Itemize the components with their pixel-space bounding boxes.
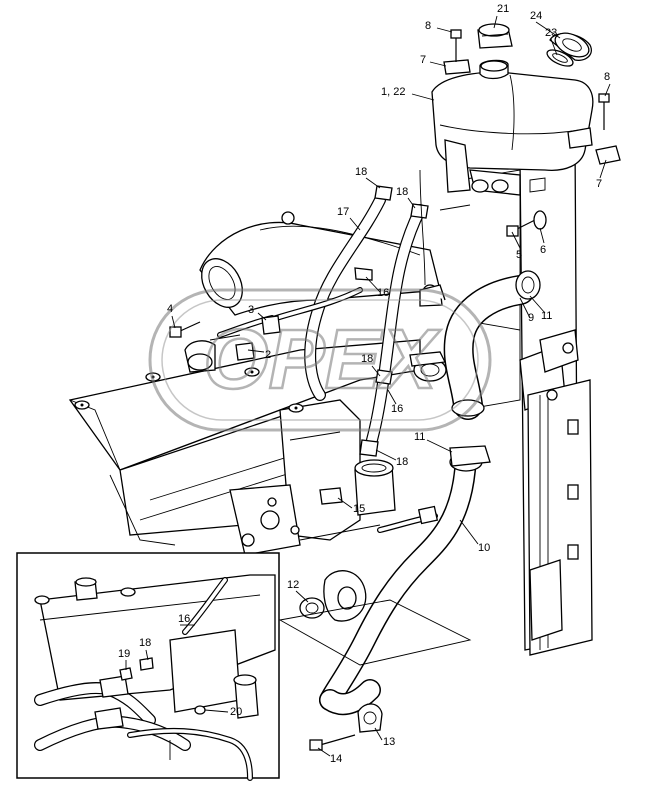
callout-18c: 18 [361,353,373,365]
callout-18a: 18 [355,166,367,178]
upper-radiator-hose [443,275,535,420]
pressure-cap [546,32,592,67]
clamps-18 [354,185,429,457]
callout-8a: 8 [425,20,431,32]
hose-16-upper [366,204,426,446]
callout-6: 6 [540,244,546,256]
inset-detail [16,552,280,781]
tank-bracket-right [595,93,621,165]
callout-18e: 18 [139,637,151,649]
coolant-outlet [319,459,396,516]
callout-12: 12 [287,579,299,591]
callout-16a: 16 [377,287,389,299]
thermostat-housing [409,351,447,382]
callout-18d: 18 [396,456,408,468]
callout-17: 17 [337,206,349,218]
callout-18b: 18 [396,186,408,198]
callout-13: 13 [383,736,395,748]
seal-ring-12 [299,570,367,622]
callout-9: 9 [528,312,534,324]
bolt-5 [506,210,547,237]
callout-11b: 11 [414,431,425,443]
clamp-13 [357,703,383,733]
callout-19: 19 [118,648,130,660]
callout-20: 20 [230,706,242,718]
callout-16b: 16 [391,403,403,415]
watermark: OPEX [148,288,492,432]
callout-21: 21 [497,3,509,15]
callout-1-22: 1, 22 [381,86,405,98]
leader-lines [125,15,611,757]
tank-bracket-left [443,29,471,75]
callout-16c: 16 [178,613,190,625]
filler-cap [477,23,513,49]
lower-mount-plane [278,524,472,666]
callout-2: 2 [265,349,271,361]
callout-7a: 7 [420,54,426,66]
callout-15: 15 [353,503,365,515]
callout-3: 3 [248,304,254,316]
callout-23: 23 [545,27,557,39]
radiator [459,139,593,656]
expansion-tank [431,59,594,196]
callout-4: 4 [167,303,173,315]
bolt-14 [309,734,356,751]
callout-5: 5 [516,249,522,261]
hose-17 [304,194,386,401]
callout-11a: 11 [541,310,552,322]
lower-radiator-hose [319,445,491,716]
callout-8b: 8 [604,71,610,83]
watermark-text: OPEX [203,312,441,406]
callout-7b: 7 [596,178,602,190]
callout-24: 24 [530,10,542,22]
callout-10: 10 [478,542,490,554]
callout-14: 14 [330,753,342,765]
clamp-11-upper [515,270,541,300]
bolt-4 [169,321,201,338]
clip-2-3 [209,315,281,361]
bypass-tube [377,505,439,533]
